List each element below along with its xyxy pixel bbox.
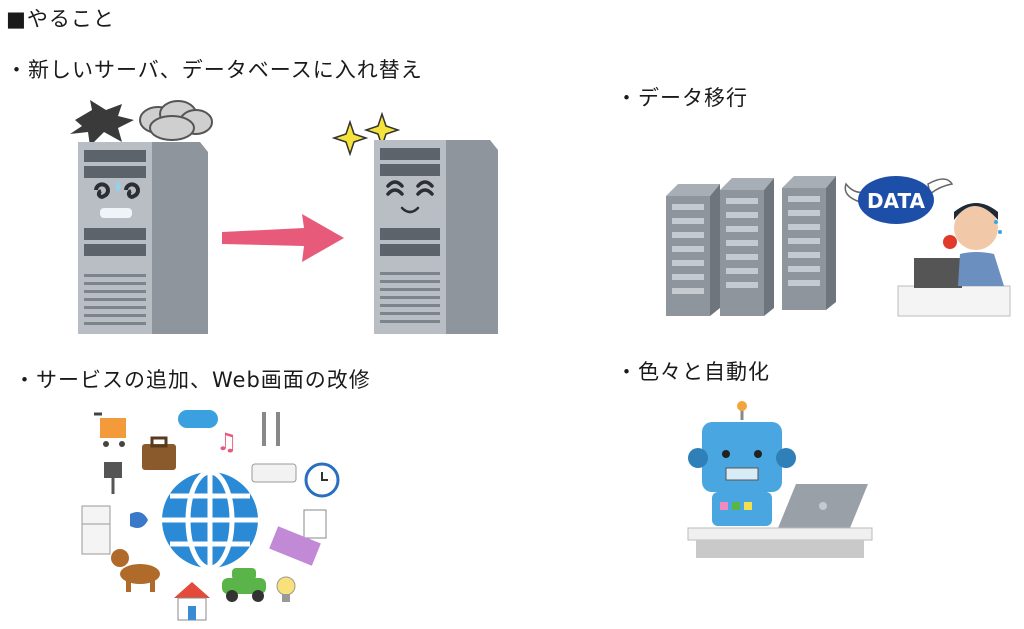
data-bubble-label: DATA [867,189,926,213]
svg-text:♫: ♫ [216,428,238,456]
broken-server-illustration [60,98,220,338]
item-automation: ・色々と自動化 [616,360,770,384]
item-service-additions: ・サービスの追加、Web画面の改修 [14,368,371,392]
robot-automation-illustration [686,398,876,562]
new-server-illustration [330,112,510,338]
arrow-right-icon [222,214,344,262]
services-globe-illustration: ♫ [78,402,344,624]
slide-heading: ■やること [6,7,115,31]
item-replace-servers: ・新しいサーバ、データベースに入れ替え [6,58,423,82]
data-migration-illustration: DATA [660,162,1016,322]
item-data-migration: ・データ移行 [616,86,748,110]
